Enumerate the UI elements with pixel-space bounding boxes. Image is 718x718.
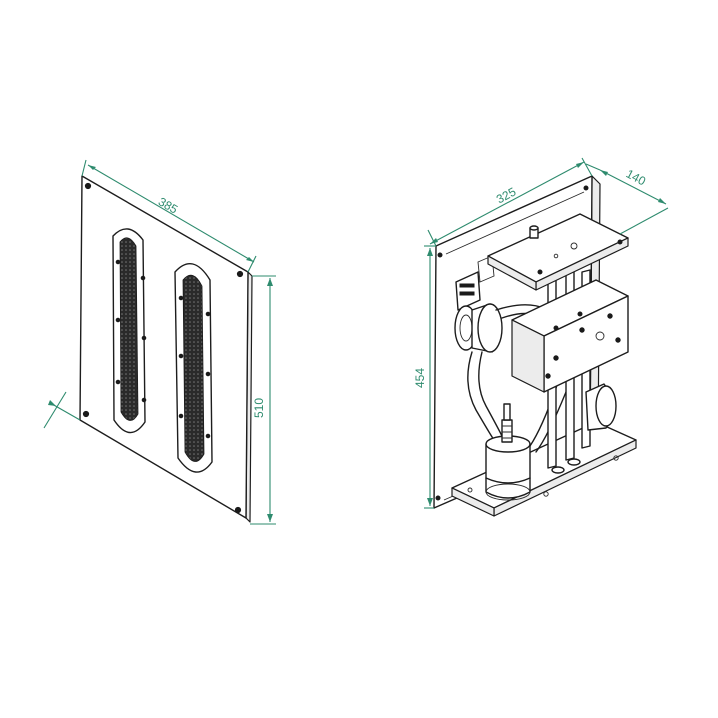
rear-assembly-view: 325 140 454 (413, 157, 669, 517)
front-panel-face (79, 175, 249, 519)
right-grille-slot (174, 263, 213, 473)
front-panel-view: 385 510 (43, 159, 276, 525)
dimension-label-height: 510 (252, 398, 266, 418)
dimension-label-width: 385 (156, 194, 181, 216)
dimension-label-rear-height: 454 (413, 368, 427, 388)
dimension-height-front: 510 (250, 275, 276, 525)
dimension-width-front: 385 (81, 159, 257, 273)
left-grille-slot (112, 228, 147, 434)
top-mounting-plate (487, 213, 629, 291)
terminal-block (455, 255, 495, 311)
dimension-label-rear-width: 325 (494, 184, 519, 206)
right-port-cylinder (585, 383, 617, 431)
dimension-thickness-front (43, 391, 81, 429)
dimension-label-rear-depth: 140 (624, 167, 649, 189)
canister (485, 403, 531, 501)
center-manifold-block (511, 279, 629, 393)
left-port-cylinder (454, 303, 503, 353)
dimension-height-rear: 454 (413, 245, 436, 509)
corner-screws (82, 182, 244, 514)
